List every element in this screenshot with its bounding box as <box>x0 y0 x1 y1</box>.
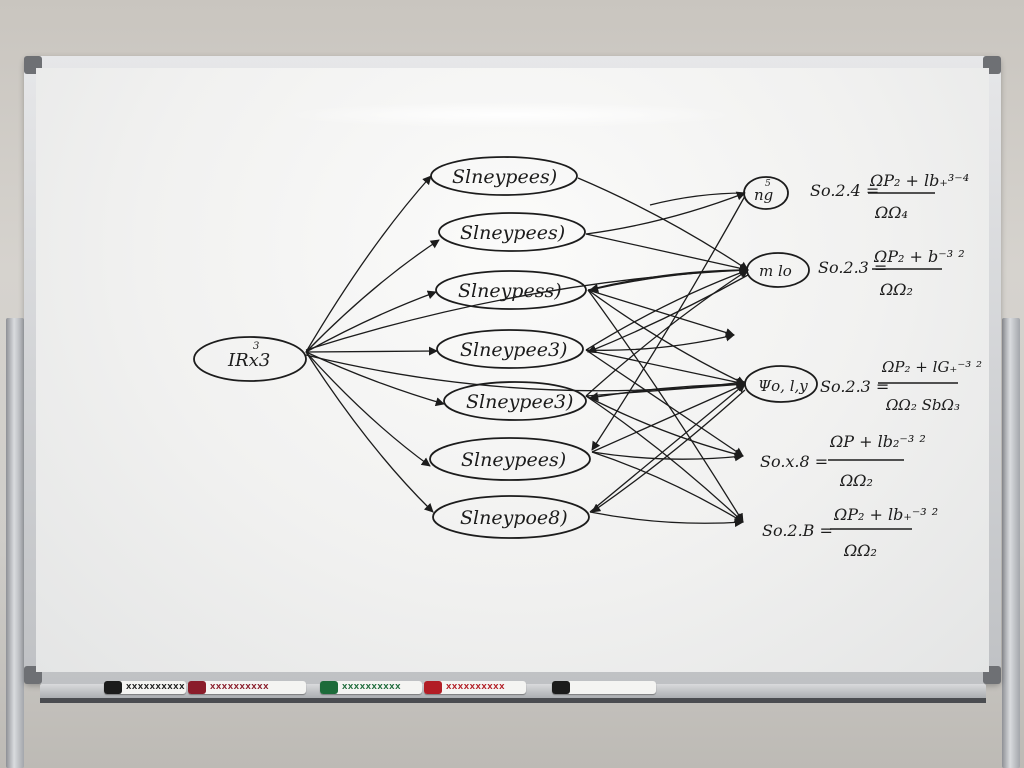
edge-right-to-middle <box>591 195 746 451</box>
middle-node-label: Slneypees) <box>452 166 557 188</box>
right-node: m lo <box>746 252 810 288</box>
equation-denominator: ΩΩ₂ <box>839 471 873 490</box>
edge-source-to-right <box>305 269 749 351</box>
middle-node: Slneypee3) <box>436 329 584 369</box>
equation-lhs: So.x.8 = <box>760 452 828 471</box>
middle-node: Slneypees) <box>438 212 586 252</box>
equation-lhs: So.2.B = <box>762 521 833 540</box>
equation-denominator: ΩΩ₂ <box>879 280 913 299</box>
marker-pen[interactable]: XXXXXXXXXX <box>188 681 306 694</box>
middle-node: Slneypee3) <box>443 381 587 421</box>
right-node-superscript: 5 <box>765 179 771 189</box>
edge-middle-to-right <box>585 349 744 457</box>
equation-denominator: ΩΩ₂ <box>843 541 877 560</box>
equation-lhs: So.2.3 = <box>818 258 887 277</box>
right-node-label: ng <box>754 186 773 204</box>
marker-label: XXXXXXXXXX <box>126 683 185 691</box>
edge-middle-to-right <box>585 332 735 351</box>
diagram-edges <box>305 175 749 528</box>
equation: So.2.B = ΩP₂ + lb₊⁻³ ² ΩΩ₂ <box>762 505 938 560</box>
middle-node: Slneypees) <box>430 156 578 196</box>
edge-source-to-middle <box>305 290 437 353</box>
source-node-label: IRx3 <box>227 350 270 371</box>
edge-middle-to-right <box>587 289 735 337</box>
equation-numerator: ΩP₂ + lb₊³⁻⁴ <box>869 171 969 190</box>
marker-pen[interactable]: XXXXXXXXXX <box>320 681 422 694</box>
middle-node-label: Slneypees) <box>461 449 566 471</box>
middle-node-label: Slneypees) <box>460 222 565 244</box>
equation: So.2.4 = ΩP₂ + lb₊³⁻⁴ ΩΩ₄ <box>810 171 969 222</box>
middle-node: Slneypoe8) <box>432 495 590 539</box>
whiteboard-surface <box>36 68 989 672</box>
middle-node: Slneypees) <box>429 437 591 481</box>
edge-source-to-middle <box>305 351 434 513</box>
stand-pole-right <box>1002 318 1020 768</box>
edge-source-to-middle <box>305 346 438 356</box>
diagram-nodes: IRx3 3 Slneypees) Slneypees) Slneypess) … <box>193 156 818 539</box>
right-node-label: m lo <box>759 262 792 280</box>
light-glare <box>280 102 740 128</box>
edge-middle-to-right <box>585 349 746 387</box>
source-node-superscript: 3 <box>253 341 259 352</box>
middle-node-label: Slneypee3) <box>460 339 567 361</box>
edge-middle-to-right <box>585 395 744 523</box>
edge-middle-to-right <box>585 268 749 351</box>
edge-right-to-middle <box>591 389 746 513</box>
equation-lhs: So.2.4 = <box>810 181 879 200</box>
right-node: Ψo, l,y <box>744 365 818 403</box>
edge-right-to-middle <box>589 269 749 293</box>
marker-cap <box>552 681 570 694</box>
edge-source-to-middle <box>305 351 431 467</box>
marker-pen[interactable]: XXXXXXXXXX <box>104 681 186 694</box>
edge-middle-to-right <box>585 269 749 397</box>
middle-node-label: Slneypoe8) <box>460 507 568 529</box>
stand-pole-left <box>6 318 24 768</box>
marker-label: XXXXXXXXXX <box>342 683 401 691</box>
marker-tray-lip <box>40 698 986 703</box>
edge-middle-to-right <box>591 383 746 453</box>
middle-node: Slneypess) <box>435 270 587 310</box>
equation-denominator: ΩΩ₂ SbΩ₃ <box>885 396 960 414</box>
equation: So.2.3 = ΩP₂ + b⁻³ ² ΩΩ₂ <box>818 247 965 299</box>
equation: So.x.8 = ΩP + lb₂⁻³ ² ΩΩ₂ <box>760 432 926 490</box>
source-node: IRx3 3 <box>193 336 307 382</box>
edge-source-to-middle <box>305 239 440 353</box>
middle-node-label: Slneypee3) <box>466 391 573 413</box>
edge-middle-to-right <box>591 451 744 523</box>
middle-node-label: Slneypess) <box>458 280 562 302</box>
right-node-label: Ψo, l,y <box>758 377 808 395</box>
edge-middle-to-right <box>585 395 744 459</box>
edge-middle-to-right <box>587 289 746 385</box>
edge-middle-to-right <box>587 289 744 523</box>
marker-pen[interactable] <box>552 681 656 694</box>
marker-label: XXXXXXXXXX <box>446 683 505 691</box>
equation-numerator: ΩP₂ + lG₊⁻³ ² <box>881 358 982 376</box>
edge-right-to-middle <box>587 274 749 354</box>
edge-source-to-right <box>305 354 746 392</box>
right-node: ng 5 <box>743 176 789 210</box>
edge-middle-to-right <box>591 451 744 462</box>
edge-middle-to-right <box>589 511 744 528</box>
edge-middle-to-right <box>585 191 746 235</box>
marker-cap <box>104 681 122 694</box>
equation-numerator: ΩP₂ + lb₊⁻³ ² <box>833 505 938 524</box>
edge-middle-to-right <box>577 177 749 271</box>
edge-source-to-middle <box>305 175 432 353</box>
equation: So.2.3 = ΩP₂ + lG₊⁻³ ² ΩΩ₂ SbΩ₃ <box>820 358 982 414</box>
marker-pen[interactable]: XXXXXXXXXX <box>424 681 526 694</box>
equation-numerator: ΩP + lb₂⁻³ ² <box>829 432 926 451</box>
marker-label: XXXXXXXXXX <box>210 683 269 691</box>
marker-cap <box>188 681 206 694</box>
marker-cap <box>424 681 442 694</box>
equation-numerator: ΩP₂ + b⁻³ ² <box>873 247 965 266</box>
equation-denominator: ΩΩ₄ <box>874 203 908 222</box>
edge-middle-to-right <box>589 383 746 513</box>
edge-faint <box>649 192 746 206</box>
edge-middle-to-right <box>585 380 746 397</box>
edge-middle-to-right <box>585 233 749 273</box>
equation-lhs: So.2.3 = <box>820 377 889 396</box>
marker-cap <box>320 681 338 694</box>
